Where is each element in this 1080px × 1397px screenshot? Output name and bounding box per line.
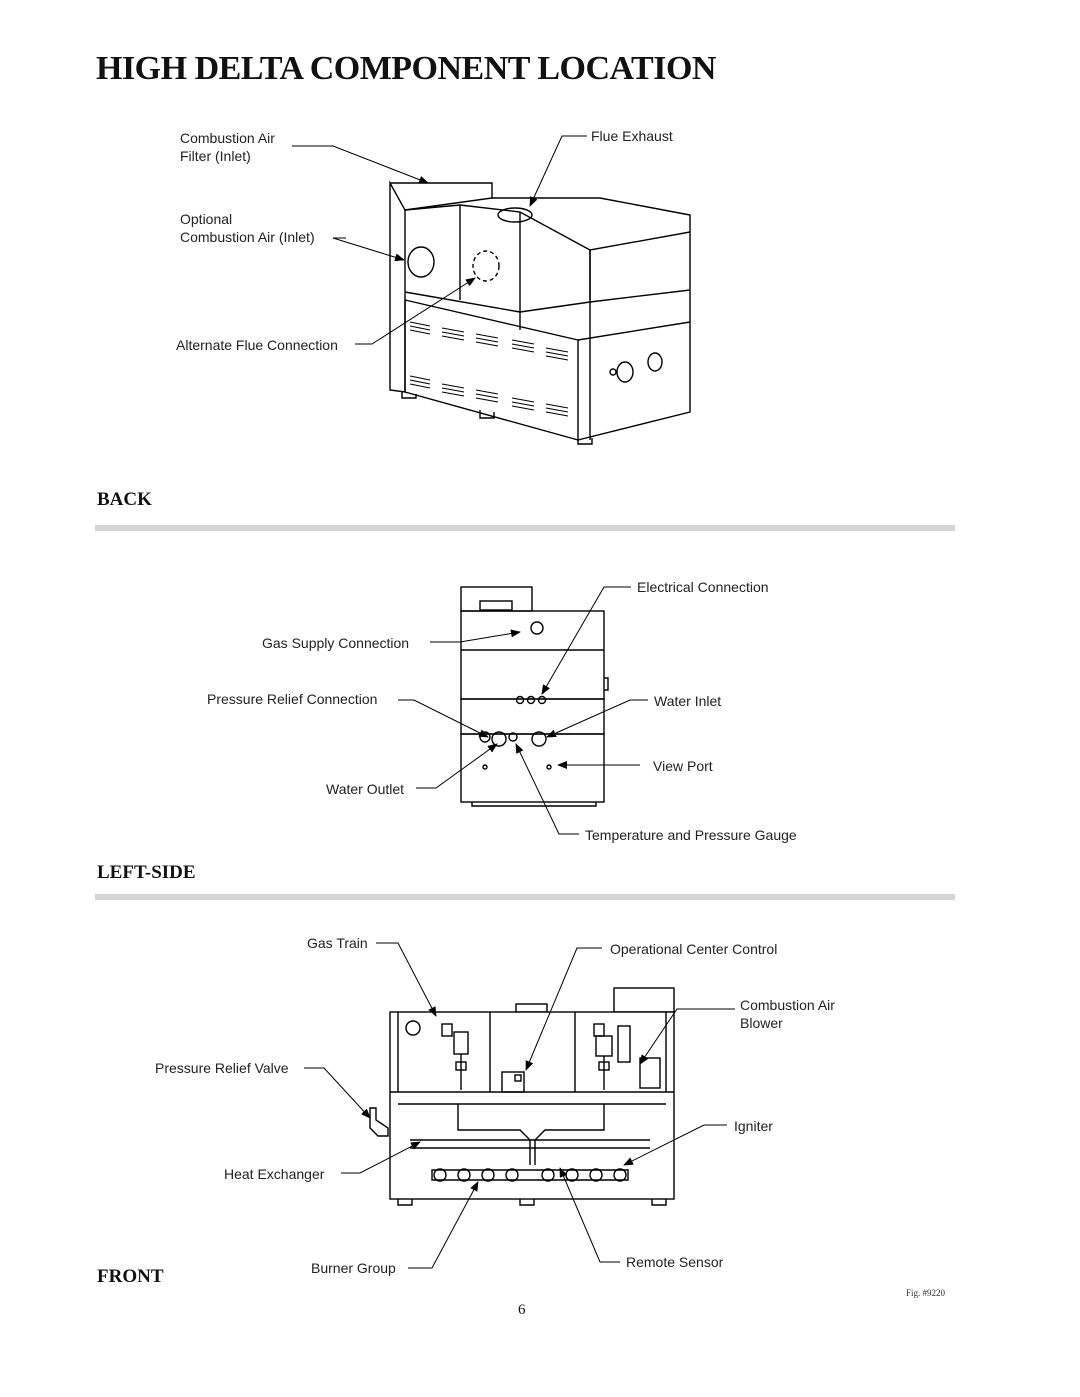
label-pressure-relief-connection: Pressure Relief Connection [207, 691, 378, 707]
label-remote-sensor: Remote Sensor [626, 1254, 724, 1270]
label-electrical-connection: Electrical Connection [637, 579, 769, 595]
leader-burner-group [408, 1181, 479, 1269]
leader-combustion-air-filter [292, 145, 429, 184]
label-optional-combustion-air: Optional Combustion Air (Inlet) [180, 211, 315, 245]
label-alternate-flue-connection: Alternate Flue Connection [176, 337, 338, 353]
label-gas-train: Gas Train [307, 935, 368, 951]
figure-reference: Fig. #9220 [906, 1288, 946, 1298]
leader-alternate-flue [355, 277, 476, 345]
leader-pressure-relief-valve [304, 1067, 371, 1119]
label-pressure-relief-valve: Pressure Relief Valve [155, 1060, 289, 1076]
label-combustion-air-filter: Combustion Air Filter (Inlet) [180, 130, 275, 164]
leader-combustion-air-blower [639, 1008, 735, 1065]
label-temp-pressure-gauge: Temperature and Pressure Gauge [585, 827, 797, 843]
page-number: 6 [518, 1302, 526, 1318]
front-view-heater [369, 987, 675, 1206]
section-label-front: FRONT [97, 1266, 164, 1287]
leader-flue-exhaust [529, 135, 587, 207]
leader-operational-center [525, 947, 602, 1071]
section-divider [95, 894, 955, 900]
label-heat-exchanger: Heat Exchanger [224, 1166, 325, 1182]
leader-heat-exchanger [341, 1141, 421, 1174]
label-gas-supply-connection: Gas Supply Connection [262, 635, 410, 651]
label-flue-exhaust: Flue Exhaust [591, 128, 673, 144]
label-combustion-air-blower: Combustion Air Blower [740, 997, 835, 1031]
label-igniter: Igniter [734, 1118, 773, 1134]
leader-temp-pressure-gauge [515, 743, 579, 835]
label-burner-group: Burner Group [311, 1260, 396, 1276]
label-view-port: View Port [653, 758, 713, 774]
left-side-view-heater [460, 586, 609, 807]
leader-remote-sensor [559, 1167, 620, 1263]
section-divider [95, 525, 955, 531]
leader-water-outlet [416, 743, 498, 789]
section-label-back: BACK [97, 489, 152, 510]
label-water-inlet: Water Inlet [654, 693, 722, 709]
leader-water-inlet [546, 699, 648, 738]
leader-optional-combustion-air [332, 237, 405, 262]
leader-gas-supply [430, 629, 521, 643]
leader-pressure-relief-connection [398, 699, 489, 738]
section-label-left-side: LEFT-SIDE [97, 862, 196, 883]
back-view-heater [389, 180, 691, 445]
leader-electrical-connection [541, 586, 631, 695]
leader-igniter [623, 1124, 727, 1166]
leader-gas-train [376, 942, 437, 1017]
label-water-outlet: Water Outlet [326, 781, 405, 797]
page-title: HIGH DELTA COMPONENT LOCATION [96, 50, 716, 87]
label-operational-center-control: Operational Center Control [610, 941, 778, 957]
